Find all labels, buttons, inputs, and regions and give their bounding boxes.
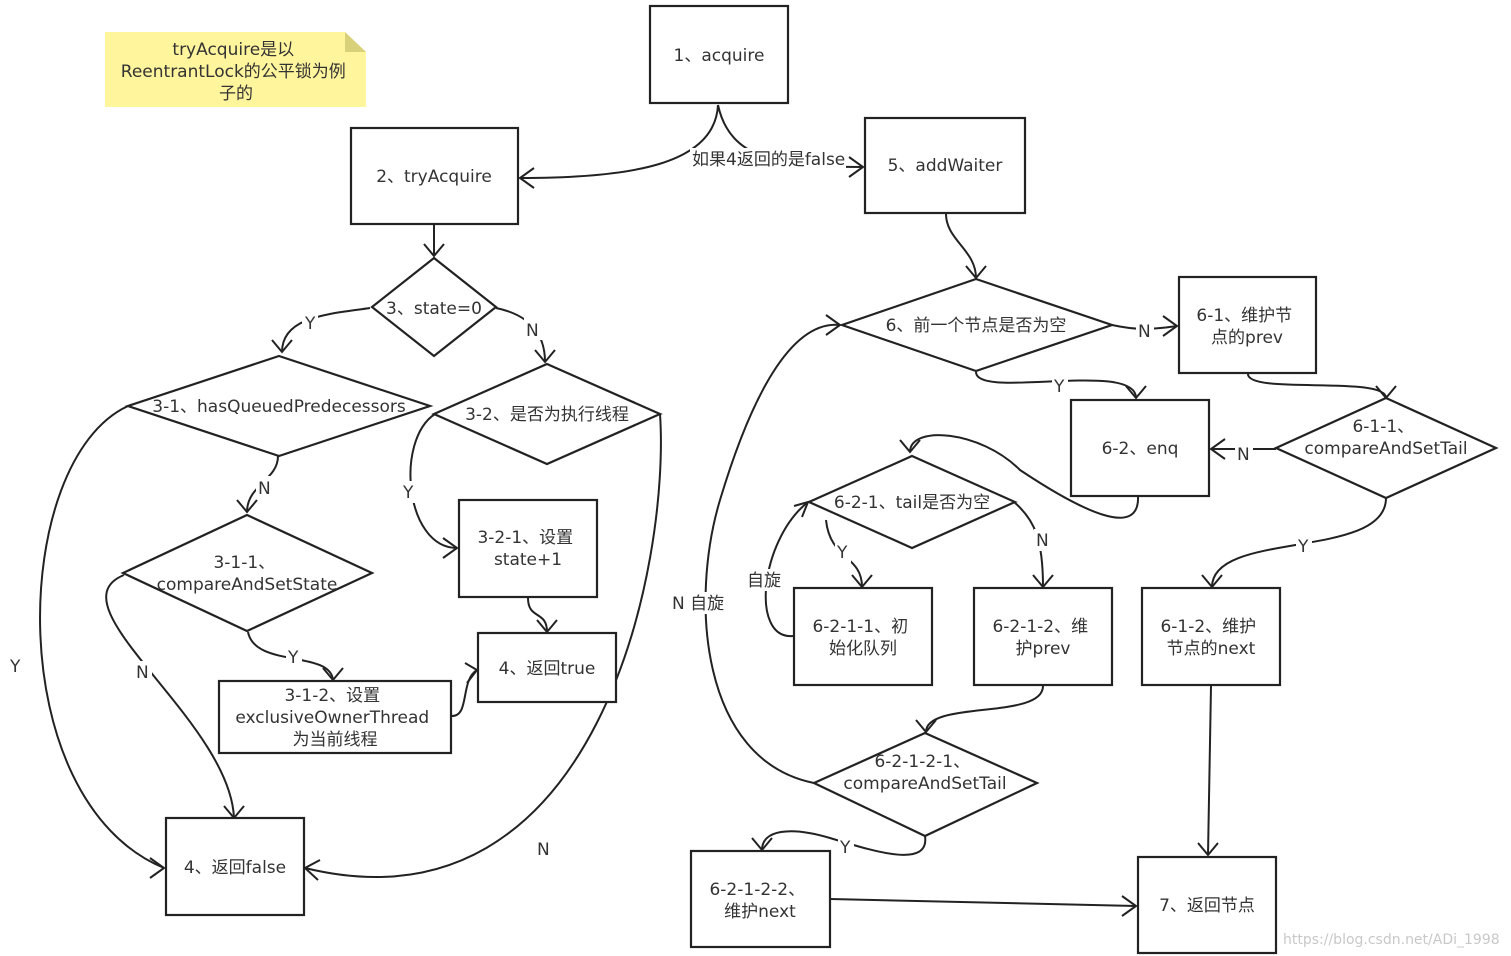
edge-label-if-false: 如果4返回的是false bbox=[692, 150, 845, 170]
svg-text:6-1、维护节 点的prev: 6-1、维护节 点的prev bbox=[1196, 306, 1297, 348]
decision-state-zero: 3、state=0 bbox=[370, 256, 498, 358]
edge-n62-d621 bbox=[909, 434, 1140, 519]
node-maintain-prev: 6-1、维护节 点的prev bbox=[1177, 275, 1318, 375]
nodes: 1、acquire 2、tryAcquire 5、addWaiter 3-2-1… bbox=[120, 4, 1499, 955]
svg-text:5、addWaiter: 5、addWaiter bbox=[888, 156, 1003, 176]
edge-acquire-left bbox=[519, 104, 719, 179]
svg-text:4、返回true: 4、返回true bbox=[499, 659, 596, 679]
sticky-note: tryAcquire是以 ReentrantLock的公平锁为例 子的 bbox=[105, 32, 366, 107]
svg-text:1、acquire: 1、acquire bbox=[674, 46, 765, 66]
edge-label-y: Y bbox=[304, 314, 316, 334]
node-maintain-prev-2: 6-2-1-2、维 护prev bbox=[972, 586, 1114, 687]
edge-label-y: Y bbox=[1297, 537, 1309, 557]
edge-label-n-spin: N 自旋 bbox=[672, 594, 724, 614]
svg-text:6-2-1-2-2、 维护next: 6-2-1-2-2、 维护next bbox=[709, 880, 810, 922]
edge-label-y: Y bbox=[1053, 377, 1065, 397]
svg-text:6-2-1-2、维 护prev: 6-2-1-2、维 护prev bbox=[992, 617, 1093, 659]
svg-text:6、前一个节点是否为空: 6、前一个节点是否为空 bbox=[886, 316, 1067, 336]
arrow-to-tryacquire bbox=[518, 167, 535, 189]
note-line-3: 子的 bbox=[219, 84, 253, 104]
decision-compare-and-set-state: 3-1-1、 compareAndSetState bbox=[120, 513, 375, 633]
svg-text:3-2-1、设置 state+1: 3-2-1、设置 state+1 bbox=[477, 528, 578, 570]
node-tryacquire: 2、tryAcquire bbox=[349, 126, 520, 226]
edge-state-y bbox=[281, 307, 371, 353]
edge-label-y: Y bbox=[287, 648, 299, 668]
svg-text:6-2、enq: 6-2、enq bbox=[1102, 439, 1179, 459]
edge-d62121-nspin bbox=[704, 323, 841, 784]
svg-text:2、tryAcquire: 2、tryAcquire bbox=[376, 167, 492, 187]
decision-tail-empty: 6-2-1、tail是否为空 bbox=[806, 454, 1018, 550]
node-maintain-next-2: 6-2-1-2-2、 维护next bbox=[689, 849, 832, 949]
edge-n61-d611 bbox=[1247, 373, 1387, 399]
svg-text:3、state=0: 3、state=0 bbox=[386, 299, 482, 319]
svg-text:6-2-1-1、初 始化队列: 6-2-1-1、初 始化队列 bbox=[812, 617, 913, 659]
decision-compare-and-set-tail-2: 6-2-1-2-1、 compareAndSetTail bbox=[811, 731, 1040, 838]
node-addwaiter: 5、addWaiter bbox=[863, 116, 1027, 215]
node-set-state-plus-one: 3-2-1、设置 state+1 bbox=[457, 498, 599, 599]
svg-text:6-2-1-2-1、 compareAndS: 6-2-1-2-1、 compareAndSetTail bbox=[843, 752, 1006, 794]
edge-label-y: Y bbox=[9, 657, 21, 677]
edge-label-y: Y bbox=[839, 838, 851, 858]
arrow-to-addwaiter bbox=[848, 156, 865, 178]
note-line-1: tryAcquire是以 bbox=[172, 40, 294, 60]
svg-text:6-1-2、维护 节点的next: 6-1-2、维护 节点的next bbox=[1160, 617, 1261, 659]
edge-labels: 如果4返回的是false Y N N Y Y N Y N N Y N Y Y N… bbox=[8, 148, 1312, 860]
decision-has-queued-predecessors: 3-1、hasQueuedPredecessors bbox=[124, 354, 434, 458]
watermark: https://blog.csdn.net/ADi_1998 bbox=[1283, 932, 1500, 948]
edge-label-n: N bbox=[537, 840, 550, 860]
edge-addwaiter-d6 bbox=[945, 213, 977, 279]
edge-label-n: N bbox=[1036, 531, 1049, 551]
edge-n312-true bbox=[451, 669, 478, 717]
node-return-false: 4、返回false bbox=[164, 816, 306, 917]
decision-is-owner-thread: 3-2、是否为执行线程 bbox=[431, 362, 663, 466]
svg-text:6-1-1、 compareAndSetTa: 6-1-1、 compareAndSetTail bbox=[1304, 417, 1467, 459]
svg-text:3-1-2、设置 exclusiveOwne: 3-1-2、设置 exclusiveOwnerThread 为当前线程 bbox=[235, 686, 434, 750]
edge-label-y: Y bbox=[836, 543, 848, 563]
svg-text:3-2、是否为执行线程: 3-2、是否为执行线程 bbox=[465, 405, 629, 425]
edge-label-n: N bbox=[526, 321, 539, 341]
svg-text:6-2-1、tail是否为空: 6-2-1、tail是否为空 bbox=[834, 493, 990, 513]
edge-d32-n bbox=[304, 413, 662, 878]
svg-text:7、返回节点: 7、返回节点 bbox=[1159, 896, 1255, 916]
node-init-queue: 6-2-1-1、初 始化队列 bbox=[792, 586, 934, 687]
edge-n321-true bbox=[527, 597, 548, 633]
edge-label-n: N bbox=[1237, 445, 1250, 465]
edge-n62122-n7 bbox=[829, 898, 1137, 907]
edge-d62121-y bbox=[761, 830, 927, 856]
svg-text:3-1-1、 compareAndSetSt: 3-1-1、 compareAndSetState bbox=[157, 553, 338, 595]
edge-label-n: N bbox=[136, 663, 149, 683]
node-return-node: 7、返回节点 bbox=[1136, 855, 1278, 955]
edge-d32-y bbox=[409, 413, 458, 549]
node-maintain-next: 6-1-2、维护 节点的next bbox=[1140, 586, 1282, 687]
edge-n612-n7 bbox=[1207, 685, 1212, 856]
node-set-exclusive-owner: 3-1-2、设置 exclusiveOwnerThread 为当前线程 bbox=[217, 679, 453, 755]
decision-prev-node-empty: 6、前一个节点是否为空 bbox=[838, 277, 1116, 373]
edges bbox=[39, 104, 1397, 917]
svg-text:4、返回false: 4、返回false bbox=[184, 858, 286, 878]
decision-compare-and-set-tail: 6-1-1、 compareAndSetTail bbox=[1273, 396, 1499, 500]
node-acquire: 1、acquire bbox=[648, 4, 790, 105]
edge-d31-y bbox=[39, 405, 165, 869]
edge-label-n: N bbox=[258, 479, 271, 499]
note-line-2: ReentrantLock的公平锁为例 bbox=[121, 62, 346, 82]
edge-label-n: N bbox=[1138, 322, 1151, 342]
edge-label-y: Y bbox=[402, 483, 414, 503]
edge-n6212-d62121 bbox=[925, 685, 1044, 733]
node-enq: 6-2、enq bbox=[1069, 398, 1211, 498]
edge-label-spin: 自旋 bbox=[747, 571, 781, 591]
svg-text:3-1、hasQueuedPredecessors: 3-1、hasQueuedPredecessors bbox=[152, 397, 406, 417]
node-return-true: 4、返回true bbox=[476, 631, 618, 704]
svg-text:tryAcquire是以 ReentrantLo: tryAcquire是以 ReentrantLock的公平锁为例 子的 bbox=[121, 40, 351, 104]
